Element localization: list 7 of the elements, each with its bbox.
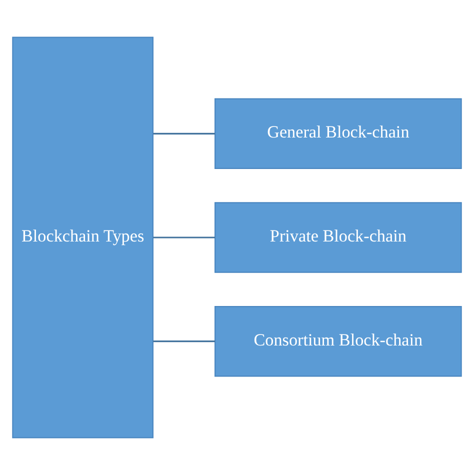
- node-box: Consortium Block-chain: [214, 306, 462, 376]
- node-box: Blockchain Types: [12, 36, 154, 438]
- connector: [153, 132, 216, 134]
- node-box: General Block-chain: [214, 98, 462, 168]
- connector: [153, 340, 216, 342]
- node-box: Private Block-chain: [214, 202, 462, 272]
- connector: [153, 236, 216, 238]
